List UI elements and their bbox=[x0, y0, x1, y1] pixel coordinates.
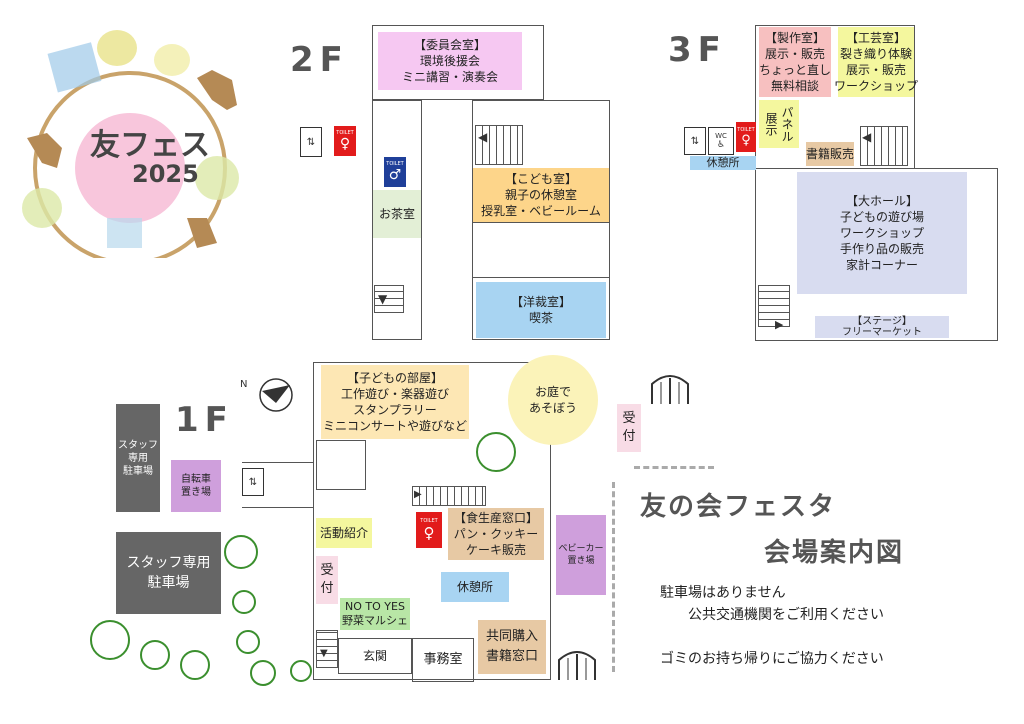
room-kids-2f: 【こども室】 親子の休憩室 授乳室・ベビールーム bbox=[473, 168, 609, 222]
wheelchair-icon: WC♿ bbox=[708, 127, 734, 155]
room-hall: 【大ホール】 子どもの遊び場 ワークショップ 手作り品の販売 家計コーナー bbox=[797, 172, 967, 294]
floor1-outline bbox=[313, 362, 551, 680]
floor-label-2f: 2F bbox=[290, 40, 349, 80]
floor2-mid-room bbox=[472, 222, 610, 278]
room-office bbox=[412, 638, 474, 682]
elevator-icon: ⇅ bbox=[242, 468, 264, 496]
logo-title: 友フェス bbox=[90, 128, 210, 163]
room-food: 【食生産窓口】 パン・クッキー ケーキ販売 bbox=[448, 508, 544, 560]
room-art: 【工芸室】 裂き織り体験 展示・販売 ワークショップ bbox=[834, 27, 918, 97]
room-books: 書籍販売 bbox=[806, 142, 854, 166]
boundary-dash bbox=[612, 482, 615, 672]
toilet-icon: TOILET♀ bbox=[736, 122, 756, 152]
room-stage: 【ステージ】 フリーマーケット bbox=[815, 316, 949, 338]
room-tea: お茶室 bbox=[373, 190, 421, 238]
floor2-stairs-right bbox=[475, 125, 523, 165]
boundary-dash bbox=[634, 466, 714, 469]
tree-icon bbox=[236, 630, 260, 654]
tree-icon bbox=[476, 432, 516, 472]
bicycle-parking: 自転車 置き場 bbox=[171, 460, 221, 512]
floor1-inner-box bbox=[316, 440, 366, 490]
notice-parking-2: 公共交通機関をご利用ください bbox=[688, 607, 884, 623]
notice-parking-1: 駐車場はありません bbox=[660, 585, 786, 601]
arrow-left-icon: ◀ bbox=[862, 130, 872, 144]
gate-icon bbox=[557, 646, 597, 682]
logo-year: 2025 bbox=[132, 160, 199, 188]
floor1-stairs-upper bbox=[412, 486, 486, 506]
logo: 友フェス 2025 bbox=[12, 18, 262, 265]
room-western: 【洋裁室】 喫茶 bbox=[476, 282, 606, 338]
room-entrance bbox=[338, 638, 412, 674]
staff-parking: スタッフ専用 駐車場 bbox=[116, 532, 221, 614]
staff-parking-small: スタッフ 専用 駐車場 bbox=[116, 404, 160, 512]
floor1-corridor bbox=[242, 462, 313, 508]
room-kids-1f: 【子どもの部屋】 工作遊び・楽器遊び スタンプラリー ミニコンサートや遊びなど bbox=[321, 365, 469, 439]
tree-icon bbox=[232, 590, 256, 614]
logo-graphic bbox=[22, 30, 239, 265]
toilet-icon: TOILET♀ bbox=[416, 512, 442, 548]
arrow-right-icon: ▶ bbox=[775, 318, 784, 331]
room-craft: 【製作室】 展示・販売 ちょっと直し 無料相談 bbox=[759, 27, 831, 97]
arrow-down-icon: ▼ bbox=[378, 292, 388, 306]
gate-icon bbox=[650, 370, 690, 406]
tree-icon bbox=[224, 535, 258, 569]
toilet-icon: TOILET♀ bbox=[334, 126, 356, 156]
room-committee: 【委員会室】 環境後援会 ミニ講習・演奏会 bbox=[378, 32, 522, 90]
arrow-left-icon: ◀ bbox=[478, 130, 488, 144]
map-title-line1: 友の会フェスタ bbox=[640, 492, 837, 522]
room-rest-1f: 休憩所 bbox=[441, 572, 509, 602]
arrow-right-icon: ▶ bbox=[414, 489, 422, 500]
room-market: NO TO YES 野菜マルシェ bbox=[340, 598, 410, 630]
reception-inside: 受 付 bbox=[316, 556, 338, 604]
tree-icon bbox=[290, 660, 312, 682]
tree-icon bbox=[140, 640, 170, 670]
floor3-stairs-upper bbox=[860, 126, 908, 166]
elevator-icon: ⇅ bbox=[300, 127, 322, 157]
room-coop: 共同購入 書籍窓口 bbox=[478, 620, 546, 674]
notice-garbage: ゴミのお持ち帰りにご協力ください bbox=[660, 651, 884, 667]
garden-area: お庭で あそぼう bbox=[508, 355, 598, 445]
floor-label-1f: 1F bbox=[175, 400, 234, 440]
room-panel: パネル 展示 bbox=[759, 100, 799, 148]
elevator-icon: ⇅ bbox=[684, 127, 706, 155]
room-office-label: 事務室 bbox=[423, 652, 463, 667]
tree-icon bbox=[250, 660, 276, 686]
room-entrance-label: 玄関 bbox=[362, 649, 387, 663]
map-title-line2: 会場案内図 bbox=[764, 538, 905, 568]
floor-label-3f: 3F bbox=[668, 30, 727, 70]
floor1-stairs-lower bbox=[316, 630, 338, 668]
tree-icon bbox=[180, 650, 210, 680]
floor2-stairs-left bbox=[374, 285, 404, 313]
tree-icon bbox=[90, 620, 130, 660]
room-rest-3f: 休憩所 bbox=[690, 156, 756, 170]
stroller-parking: ベビーカー 置き場 bbox=[556, 515, 606, 595]
toilet-male-icon: TOILET♂ bbox=[384, 157, 406, 187]
compass-north-icon: N bbox=[238, 375, 298, 415]
arrow-down-icon: ▼ bbox=[320, 648, 328, 659]
floor3-stairs-lower bbox=[758, 285, 790, 327]
room-activities: 活動紹介 bbox=[316, 518, 372, 548]
reception-outside: 受 付 bbox=[617, 404, 641, 452]
